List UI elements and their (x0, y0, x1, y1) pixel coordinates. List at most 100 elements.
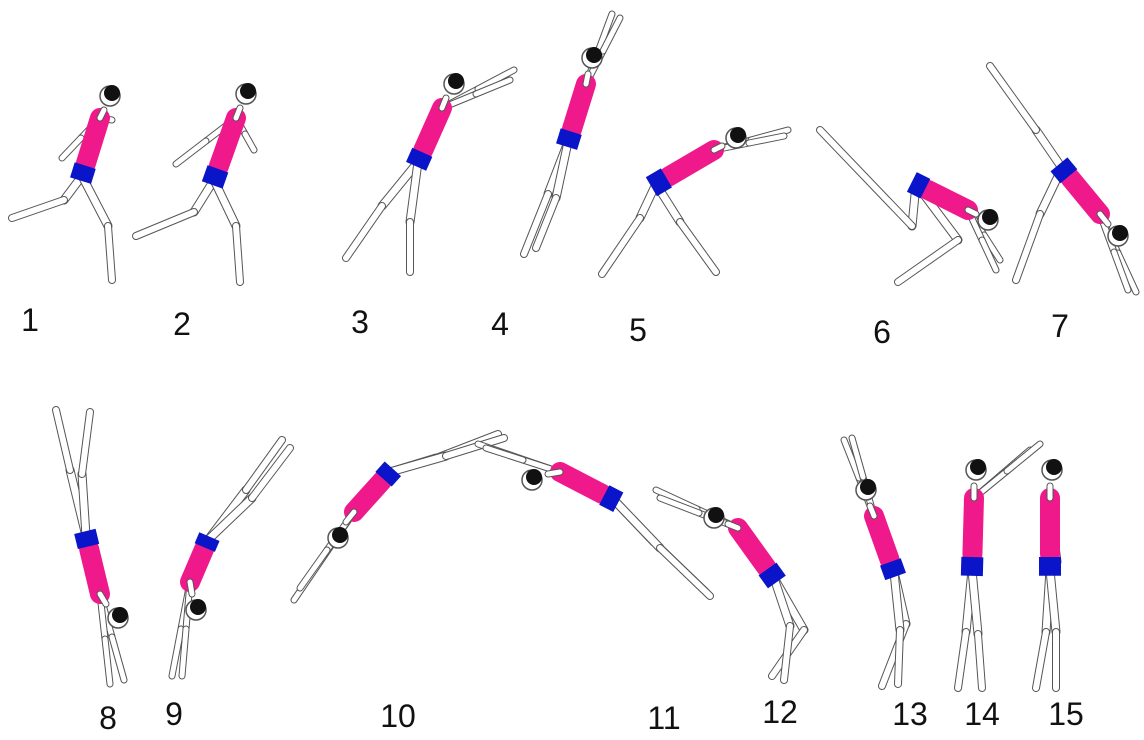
gymnast-figure-2 (136, 83, 256, 282)
step-number-label: 9 (165, 698, 183, 730)
shin (958, 632, 966, 688)
shin (784, 626, 790, 680)
shin (680, 222, 716, 272)
step-number-label: 4 (491, 308, 509, 340)
shorts (384, 469, 393, 479)
forearm (112, 637, 124, 680)
shin (108, 226, 112, 280)
leotard-top (423, 108, 442, 150)
forearm (1007, 444, 1040, 471)
shin (12, 200, 64, 218)
shin (346, 206, 382, 258)
shin (978, 634, 982, 688)
gymnast-figure-7 (990, 66, 1136, 292)
leotard-top (1070, 178, 1100, 214)
shin (56, 410, 70, 470)
neck (586, 74, 588, 84)
leotard-top (572, 84, 586, 129)
leotard-top (86, 118, 100, 163)
gymnast-figure-9 (172, 440, 290, 676)
shorts (604, 495, 618, 502)
hair (730, 127, 746, 143)
gymnast-figure-4 (524, 14, 620, 254)
shorts (567, 132, 572, 147)
shorts (212, 169, 218, 185)
leotard-top (972, 498, 974, 554)
shorts (416, 152, 422, 166)
shin (602, 218, 640, 274)
gymnast-figure-10 (294, 434, 504, 600)
leotard-top (89, 549, 100, 594)
shorts (1059, 164, 1069, 176)
hair (240, 83, 256, 99)
thigh (390, 456, 446, 472)
hair (112, 607, 128, 623)
gymnast-figure-12 (656, 490, 804, 680)
step-number-label: 12 (762, 696, 798, 728)
shin (990, 66, 1036, 130)
step-number-label: 3 (351, 306, 369, 338)
hair (970, 459, 986, 475)
hair (448, 73, 464, 89)
hair (190, 599, 206, 615)
step-number-label: 15 (1048, 698, 1084, 730)
neck (190, 582, 192, 594)
step-number-label: 6 (873, 316, 891, 348)
shorts (912, 182, 926, 189)
shin (1016, 214, 1040, 280)
shin (236, 226, 240, 282)
shorts (205, 537, 210, 548)
shin (136, 212, 194, 236)
shin (898, 240, 958, 282)
thigh (614, 500, 660, 548)
step-number-label: 11 (647, 702, 680, 734)
leotard-top (874, 516, 890, 560)
leotard-top (669, 150, 714, 177)
shin (660, 548, 710, 596)
leotard-top (560, 472, 602, 494)
leotard-top (354, 481, 382, 512)
hair (860, 479, 876, 495)
gymnast-figure-6 (820, 130, 1000, 282)
step-number-label: 7 (1051, 310, 1069, 342)
step-number-label: 10 (380, 700, 416, 732)
hair (708, 507, 724, 523)
shin (820, 130, 912, 226)
step-number-label: 8 (99, 702, 117, 734)
forearm (300, 550, 327, 588)
thigh (82, 474, 86, 536)
step-number-label: 14 (964, 698, 1000, 730)
hair (332, 527, 348, 543)
shin (82, 412, 90, 474)
hair (104, 85, 120, 101)
thigh (194, 180, 214, 212)
hair (1112, 225, 1128, 241)
thigh (82, 176, 108, 226)
neck (548, 472, 560, 474)
gymnast-figure-5 (602, 127, 788, 274)
hair (526, 469, 542, 485)
shorts (85, 531, 89, 546)
step-number-label: 5 (629, 314, 647, 346)
gymnast-figure-1 (12, 85, 120, 280)
gymnast-figure-11 (478, 444, 710, 596)
leotard-top (738, 528, 766, 567)
thigh (214, 180, 236, 226)
thigh (1036, 130, 1062, 168)
shorts (972, 557, 973, 576)
hair (1046, 459, 1062, 475)
gymnast-figure-8 (56, 410, 128, 684)
gymnast-figure-14 (958, 444, 1040, 688)
step-number-label: 13 (892, 698, 928, 730)
gymnast-figure-13 (844, 438, 906, 686)
step-number-label: 2 (173, 308, 191, 340)
shorts (651, 178, 666, 187)
gymnast-figure-15 (1036, 459, 1062, 688)
hair (586, 47, 602, 63)
leotard-top (190, 549, 204, 582)
forearm (176, 141, 206, 164)
hair (982, 209, 998, 225)
step-number-label: 1 (21, 304, 39, 336)
shin (898, 630, 900, 684)
